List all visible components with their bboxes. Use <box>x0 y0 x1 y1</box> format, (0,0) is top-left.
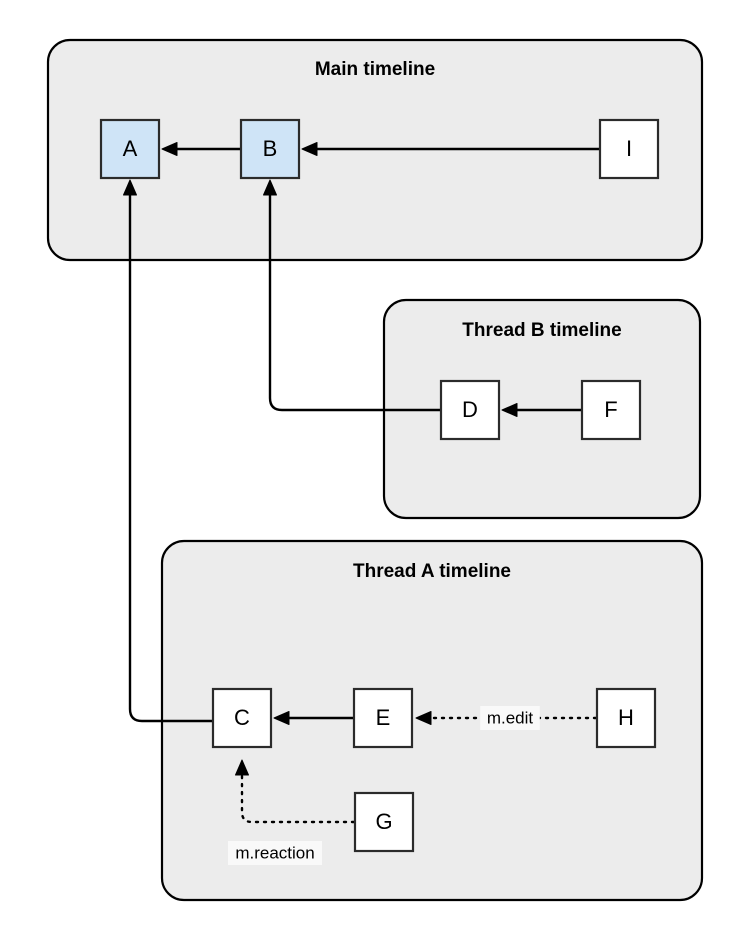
container-title-thread-b: Thread B timeline <box>462 320 621 341</box>
node-label-G: G <box>375 809 392 834</box>
event-node-E[interactable]: E <box>352 687 414 749</box>
arrowhead-g-to-c <box>235 759 249 776</box>
container-title-main: Main timeline <box>315 59 435 80</box>
arrowhead-c-to-a <box>123 179 137 196</box>
nodes-layer: A B I D F C E H G <box>99 118 660 853</box>
edge-b-to-a[interactable] <box>161 142 240 156</box>
node-box-B <box>239 118 301 180</box>
edge-label-backing-g-to-c <box>228 841 322 865</box>
arrowhead-h-to-e <box>415 711 432 725</box>
edge-i-to-b[interactable] <box>301 142 599 156</box>
edge-label-text-g-to-c: m.reaction <box>235 843 314 862</box>
edge-g-to-c[interactable] <box>235 759 356 824</box>
edge-label-backing-h-to-e <box>480 706 540 730</box>
node-label-B: B <box>263 136 278 161</box>
event-node-I[interactable]: I <box>598 118 660 180</box>
node-box-C <box>211 687 273 749</box>
event-node-G[interactable]: G <box>353 791 415 853</box>
node-box-A <box>99 118 161 180</box>
node-label-F: F <box>604 397 617 422</box>
edge-path-c-to-a <box>128 188 212 723</box>
arrowhead-b-to-a <box>161 142 178 156</box>
edge-f-to-d[interactable] <box>501 403 581 417</box>
node-box-G <box>353 791 415 853</box>
node-box-D <box>439 379 501 441</box>
edge-label-h-to-e: m.edit <box>480 706 540 730</box>
edge-e-to-c[interactable] <box>273 711 353 725</box>
arrowhead-d-to-b <box>263 179 277 196</box>
container-title-thread-a: Thread A timeline <box>353 561 511 582</box>
edge-d-to-b[interactable] <box>263 179 441 412</box>
node-label-A: A <box>123 136 138 161</box>
node-label-H: H <box>618 705 634 730</box>
node-box-F <box>580 379 642 441</box>
node-label-I: I <box>626 136 632 161</box>
edge-labels-layer: m.edit m.reaction <box>228 706 540 865</box>
edge-h-to-e[interactable] <box>415 711 598 725</box>
event-node-D[interactable]: D <box>439 379 501 441</box>
edge-c-to-a[interactable] <box>123 179 213 723</box>
edge-label-text-h-to-e: m.edit <box>487 708 534 727</box>
arrowhead-e-to-c <box>273 711 290 725</box>
event-node-A[interactable]: A <box>99 118 161 180</box>
event-node-F[interactable]: F <box>580 379 642 441</box>
event-node-B[interactable]: B <box>239 118 301 180</box>
event-node-H[interactable]: H <box>595 687 657 749</box>
node-label-D: D <box>462 397 478 422</box>
node-label-C: C <box>234 705 250 730</box>
edges-layer <box>123 142 599 824</box>
arrowhead-i-to-b <box>301 142 318 156</box>
node-box-I <box>598 118 660 180</box>
node-label-E: E <box>376 705 391 730</box>
edge-path-d-to-b <box>268 188 440 412</box>
node-box-H <box>595 687 657 749</box>
edge-label-g-to-c: m.reaction <box>228 841 322 865</box>
event-node-C[interactable]: C <box>211 687 273 749</box>
arrowhead-f-to-d <box>501 403 518 417</box>
node-box-E <box>352 687 414 749</box>
